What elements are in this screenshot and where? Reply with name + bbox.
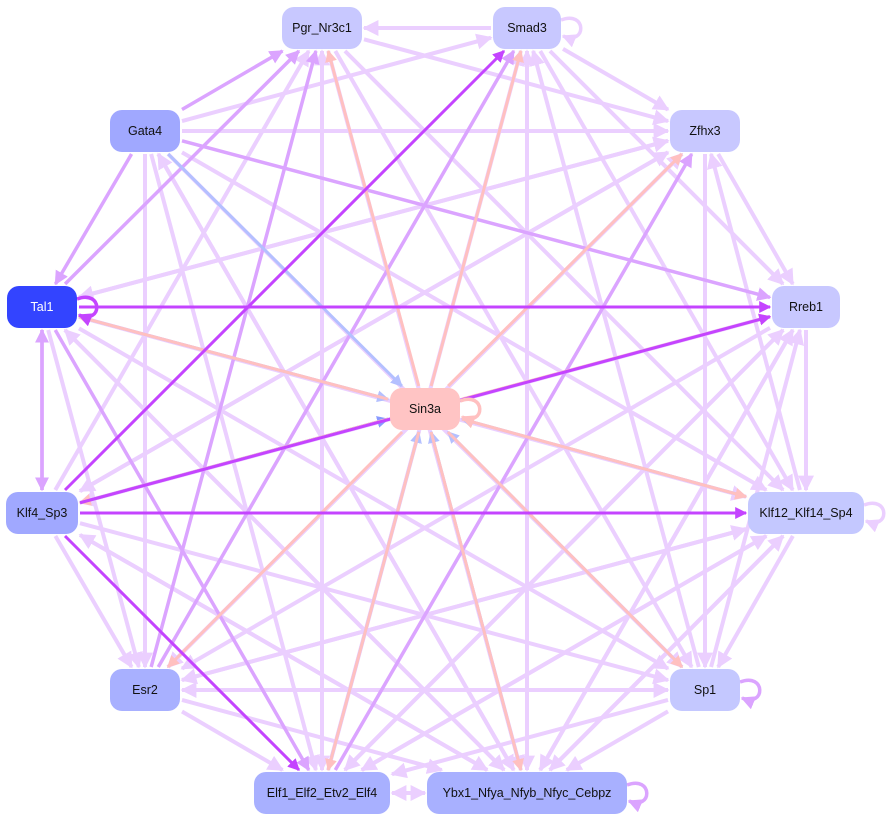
edge-smad3-to-zfhx3	[561, 47, 670, 112]
node-klf4[interactable]: Klf4_Sp3	[6, 492, 78, 534]
edge-rreb1-to-esr2	[180, 326, 772, 671]
node-label: Tal1	[30, 300, 54, 314]
edge-sin3a-to-klf12	[461, 417, 748, 500]
edge-sin3a-to-tal1	[77, 313, 389, 401]
node-zfhx3[interactable]: Zfhx3	[670, 110, 740, 152]
edge-sin3a-to-smad3	[429, 49, 524, 387]
edge-klf4-to-smad3	[63, 49, 506, 492]
node-klf12[interactable]: Klf12_Klf14_Sp4	[748, 492, 864, 534]
self-loop-ybx1	[626, 781, 649, 813]
node-label: Sin3a	[409, 402, 441, 416]
edge-elf1-to-zfhx3	[333, 152, 694, 771]
node-label: Gata4	[127, 124, 163, 138]
node-label: Zfhx3	[689, 124, 721, 138]
edge-sin3a-to-pgr	[325, 49, 421, 387]
edge-sin3a-to-zfhx3	[447, 152, 683, 388]
edge-ybx1-to-klf4	[78, 533, 489, 772]
edge-esr2-to-elf1	[180, 709, 284, 772]
self-loop-sp1	[739, 678, 762, 710]
edge-klf4-to-zfhx3	[79, 150, 670, 493]
edge-sp1-to-ybx1	[565, 709, 670, 772]
node-esr2[interactable]: Esr2	[110, 669, 180, 711]
node-label: Rreb1	[788, 300, 824, 314]
edge-pgr-to-sp1	[333, 49, 694, 669]
edge-klf4-to-pgr	[53, 49, 311, 491]
edge-klf4-to-elf1	[63, 534, 301, 772]
node-label: Esr2	[132, 683, 158, 697]
node-label: Klf4_Sp3	[16, 506, 68, 520]
node-ybx1[interactable]: Ybx1_Nfya_Nfyb_Nfyc_Cebpz	[427, 772, 627, 814]
self-loop-sin3a	[459, 397, 482, 429]
edge-gata4-to-pgr	[181, 49, 284, 111]
self-loop-tal1	[76, 295, 99, 327]
node-pgr[interactable]: Pgr_Nr3c1	[282, 7, 362, 49]
edge-klf4-to-esr2	[53, 534, 134, 669]
edge-klf12-to-sp1	[716, 535, 795, 669]
edge-sin3a-to-ybx1	[429, 431, 524, 772]
edge-pgr-to-zfhx3	[363, 37, 670, 126]
edge-gata4-to-tal1	[53, 153, 134, 286]
node-elf1[interactable]: Elf1_Elf2_Etv2_Elf4	[254, 772, 390, 814]
edge-sin3a-to-esr2	[166, 430, 404, 669]
self-loop-klf12	[863, 501, 886, 533]
node-label: Elf1_Elf2_Etv2_Elf4	[266, 786, 378, 800]
node-rreb1[interactable]: Rreb1	[772, 286, 840, 328]
edge-zfhx3-to-rreb1	[716, 153, 795, 286]
node-smad3[interactable]: Smad3	[493, 7, 561, 49]
edge-elf1-to-klf12	[360, 534, 768, 772]
node-label: Pgr_Nr3c1	[292, 21, 352, 35]
node-tal1[interactable]: Tal1	[7, 286, 77, 328]
node-label: Smad3	[507, 21, 547, 35]
edge-ybx1-to-gata4	[156, 152, 516, 771]
node-sp1[interactable]: Sp1	[670, 669, 740, 711]
edge-esr2-to-smad3	[156, 49, 516, 668]
edge-esr2-to-klf12	[181, 525, 748, 683]
edge-tal1-to-sp1	[77, 326, 670, 671]
node-label: Klf12_Klf14_Sp4	[759, 506, 853, 520]
node-label: Ybx1_Nfya_Nfyb_Nfyc_Cebpz	[442, 786, 612, 800]
edge-gata4-to-klf12	[180, 150, 768, 492]
edge-ybx1-to-rreb1	[538, 328, 795, 771]
node-gata4[interactable]: Gata4	[110, 110, 180, 152]
edge-sin3a-to-elf1	[325, 431, 421, 772]
edge-sp1-to-elf1	[390, 698, 669, 779]
edge-sin3a-to-sp1	[446, 430, 684, 669]
self-loop-smad3	[560, 16, 583, 48]
node-label: Sp1	[693, 683, 717, 697]
node-sin3a[interactable]: Sin3a	[390, 388, 460, 430]
edge-esr2-to-ybx1	[181, 698, 444, 774]
